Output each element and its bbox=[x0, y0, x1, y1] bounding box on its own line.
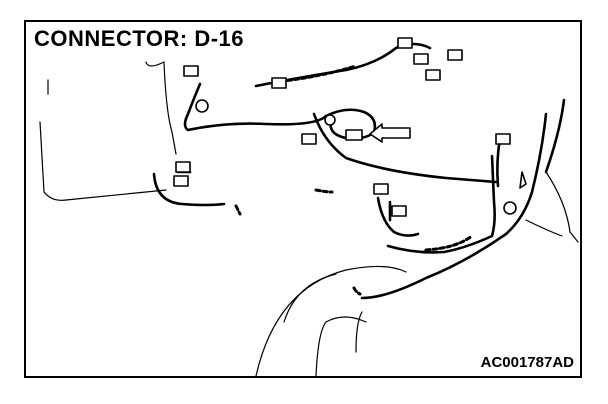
diagram-frame: CONNECTOR: D-16 AC001787AD bbox=[24, 20, 582, 378]
wiring-harness-illustration bbox=[39, 37, 579, 376]
connectors bbox=[173, 37, 527, 217]
figure-code: AC001787AD bbox=[480, 354, 574, 371]
diagram-title: CONNECTOR: D-16 bbox=[34, 26, 245, 51]
body-outline bbox=[39, 61, 579, 376]
harness-taped bbox=[234, 64, 474, 296]
harness-main bbox=[152, 42, 566, 300]
pointer-arrow bbox=[369, 123, 411, 143]
